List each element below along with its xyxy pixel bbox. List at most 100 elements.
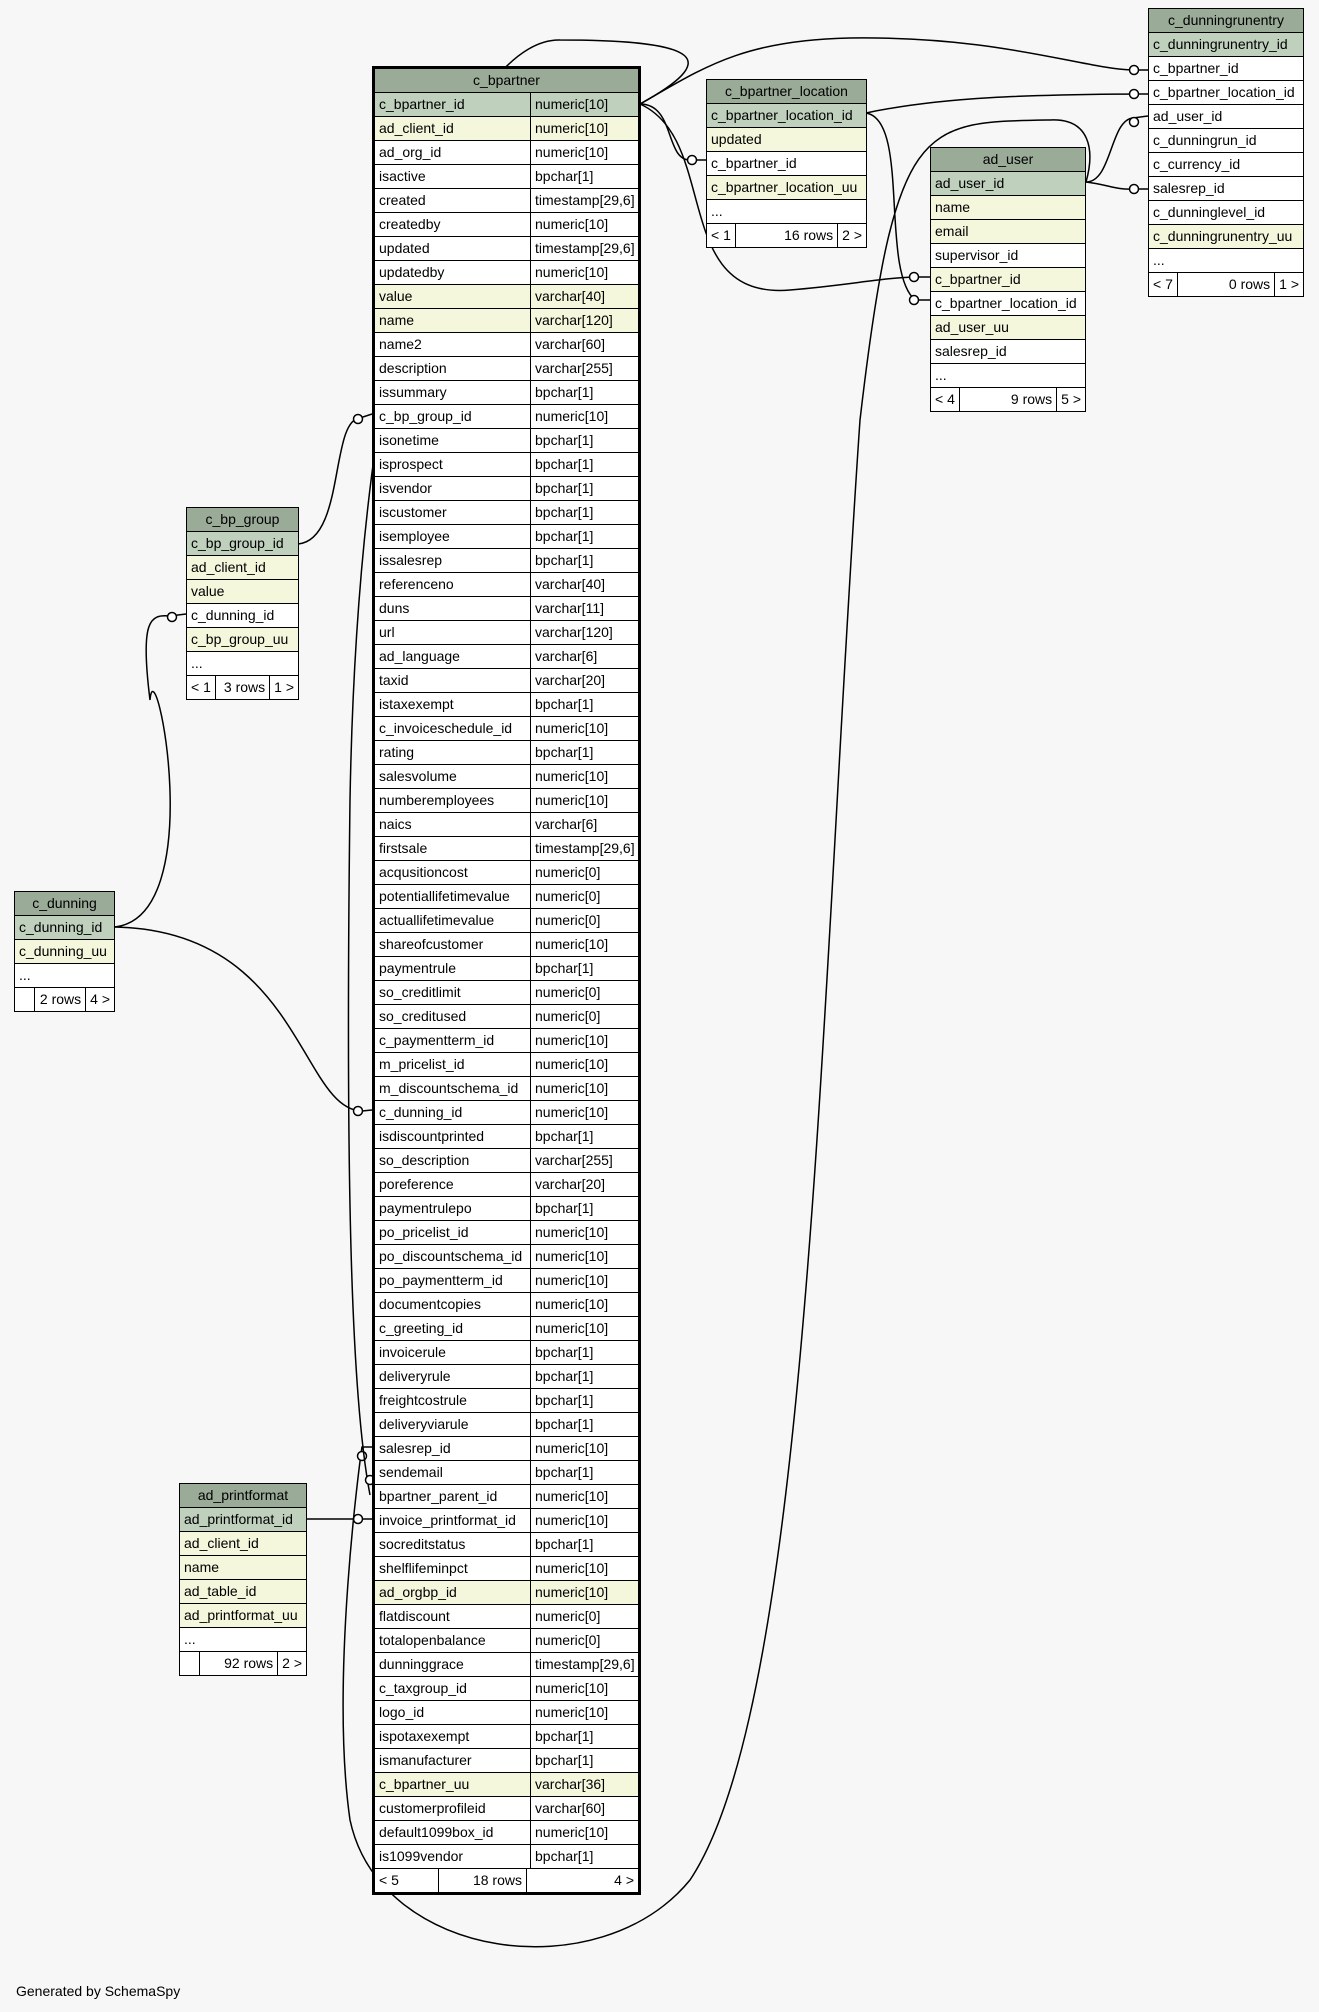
- children-count[interactable]: 5 >: [1056, 388, 1085, 411]
- parents-count[interactable]: < 1: [187, 676, 216, 699]
- column-row[interactable]: c_dunninglevel_id: [1149, 201, 1303, 225]
- column-row[interactable]: ad_client_id: [187, 556, 298, 580]
- children-count[interactable]: 4 >: [85, 988, 114, 1011]
- column-row[interactable]: ad_table_id: [180, 1580, 306, 1604]
- column-row[interactable]: c_dunning_id: [15, 916, 114, 940]
- children-count[interactable]: 2 >: [837, 224, 866, 247]
- children-count[interactable]: 2 >: [277, 1652, 306, 1675]
- column-row[interactable]: c_currency_id: [1149, 153, 1303, 177]
- column-row[interactable]: updated: [707, 128, 866, 152]
- column-row[interactable]: c_dunning_uu: [15, 940, 114, 964]
- column-row[interactable]: ad_printformat_id: [180, 1508, 306, 1532]
- column-row[interactable]: c_bpartner_id: [931, 268, 1085, 292]
- column-row[interactable]: c_dunningrun_id: [1149, 129, 1303, 153]
- column-row[interactable]: salesrep_id: [931, 340, 1085, 364]
- column-row[interactable]: ad_user_id: [931, 172, 1085, 196]
- column-row[interactable]: c_dunningrunentry_id: [1149, 33, 1303, 57]
- column-row[interactable]: name: [180, 1556, 306, 1580]
- children-count[interactable]: 1 >: [1274, 273, 1303, 296]
- column-row[interactable]: ad_user_uu: [931, 316, 1085, 340]
- column-row[interactable]: c_bpartner_location_uu: [707, 176, 866, 200]
- column-row[interactable]: ad_client_id: [180, 1532, 306, 1556]
- column-row[interactable]: ad_user_id: [1149, 105, 1303, 129]
- column-row[interactable]: supervisor_id: [931, 244, 1085, 268]
- column-row[interactable]: email: [931, 220, 1085, 244]
- column-row[interactable]: c_bpartner_location_id: [1149, 81, 1303, 105]
- column-row[interactable]: c_bpartner_location_id: [931, 292, 1085, 316]
- parents-count[interactable]: < 7: [1149, 273, 1178, 296]
- parents-count[interactable]: < 5: [375, 1869, 439, 1892]
- column-row[interactable]: c_bpartner_id: [1149, 57, 1303, 81]
- column-row[interactable]: c_dunningrunentry_uu: [1149, 225, 1303, 249]
- column-row[interactable]: salesrep_id: [1149, 177, 1303, 201]
- parents-count[interactable]: [15, 988, 35, 1011]
- children-count[interactable]: 4 >: [526, 1869, 638, 1892]
